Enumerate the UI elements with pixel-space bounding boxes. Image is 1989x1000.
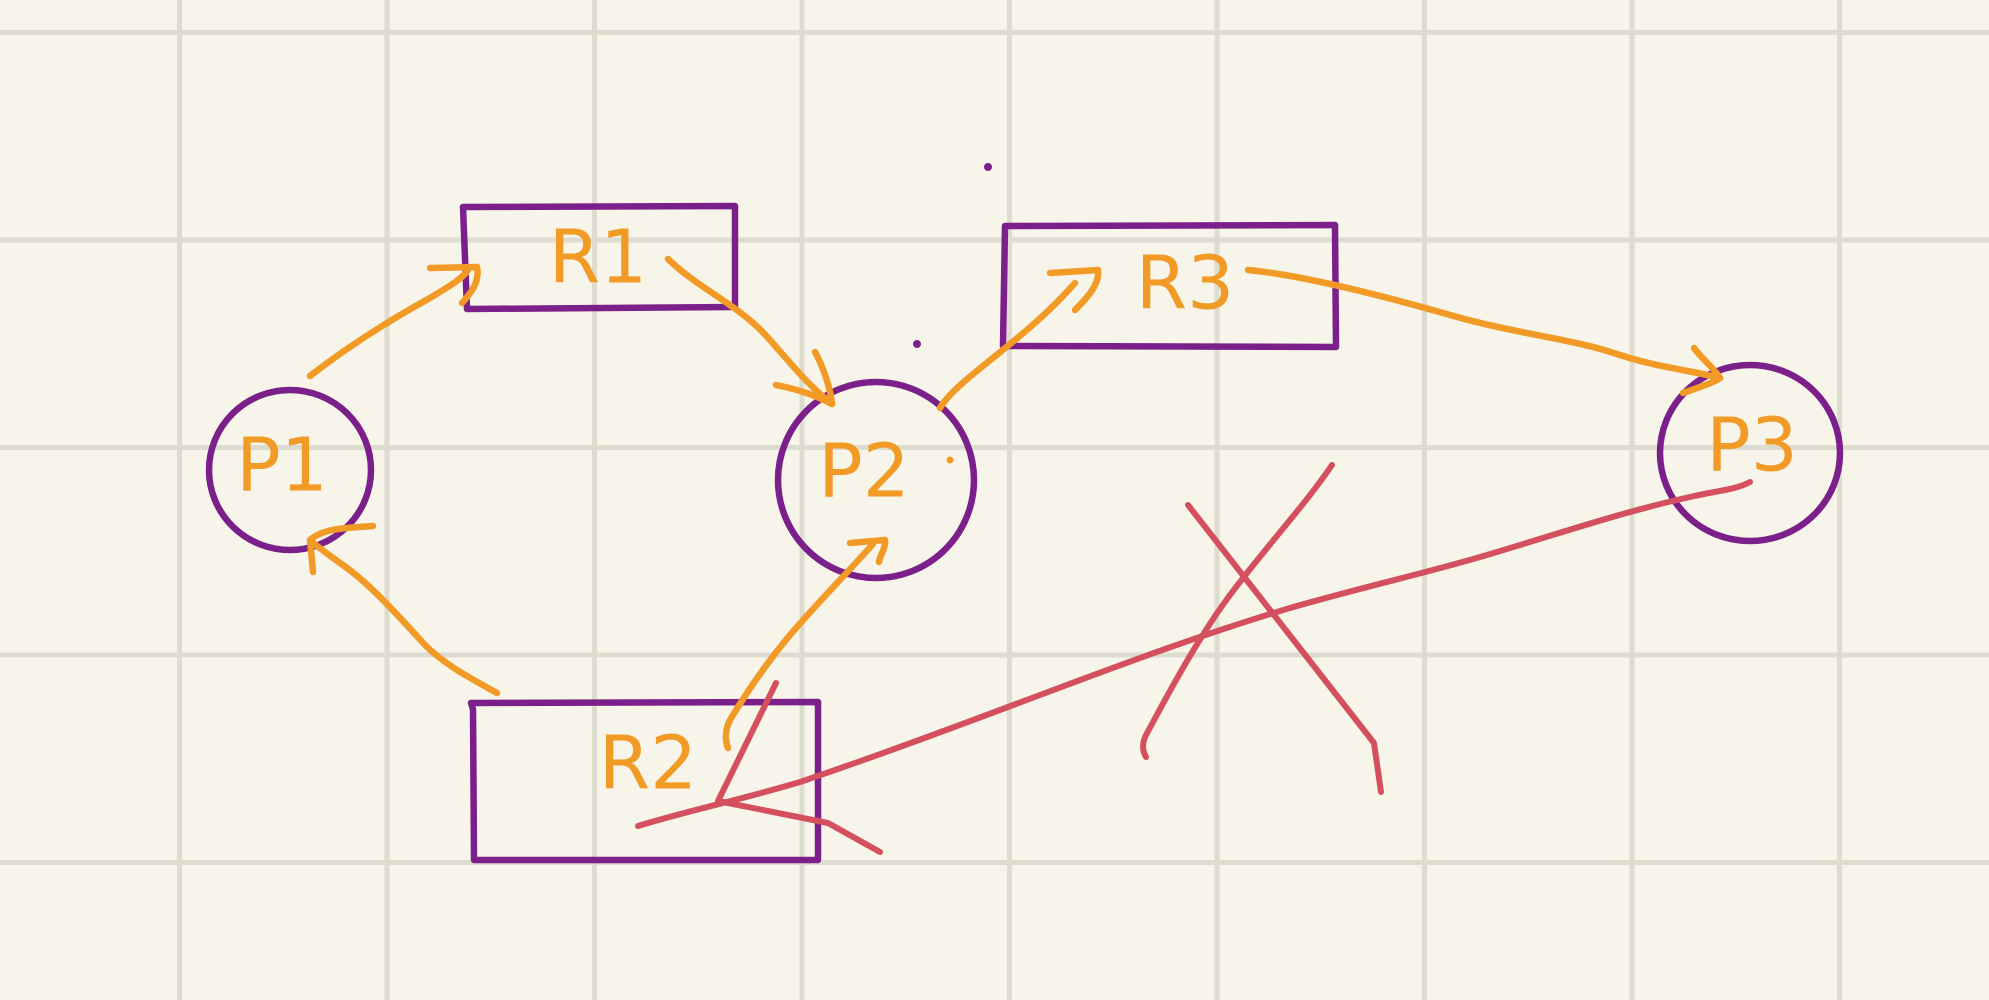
- resource-r3-label: R3: [1136, 241, 1235, 327]
- process-p2-label: P2: [818, 429, 910, 515]
- edge-p2-to-r2: [722, 536, 889, 752]
- process-p3[interactable]: P3: [1656, 361, 1844, 545]
- stray-dot: [984, 163, 992, 171]
- resource-r1-label: R1: [549, 215, 648, 301]
- process-p2-circle: [774, 378, 978, 582]
- process-p3-label: P3: [1706, 403, 1798, 489]
- stray-dot: [913, 340, 921, 348]
- strike-line: [1140, 462, 1335, 760]
- process-p1-circle: [205, 386, 375, 554]
- process-p1[interactable]: P1: [205, 386, 375, 554]
- edge-r1-to-p2: [664, 255, 836, 408]
- resource-r2[interactable]: R2: [467, 698, 822, 864]
- edge-r3-to-p3: [1244, 266, 1724, 397]
- resource-r2-box: [467, 698, 822, 864]
- resource-r1[interactable]: R1: [459, 202, 739, 313]
- edge-p3-to-r2-crossed: [635, 462, 1753, 855]
- stray-dot: [946, 456, 954, 464]
- edge-p2-to-r3: [936, 266, 1102, 412]
- resource-r3-box: [999, 221, 1340, 351]
- edge-p1-to-r1: [306, 263, 481, 380]
- process-p2[interactable]: P2: [774, 378, 978, 582]
- process-p1-label: P1: [236, 423, 328, 509]
- process-p3-circle: [1656, 361, 1844, 545]
- resource-r2-label: R2: [599, 721, 698, 807]
- edge-r2-to-p1: [306, 522, 501, 697]
- resource-r3[interactable]: R3: [999, 221, 1340, 351]
- strike-line: [1185, 502, 1384, 795]
